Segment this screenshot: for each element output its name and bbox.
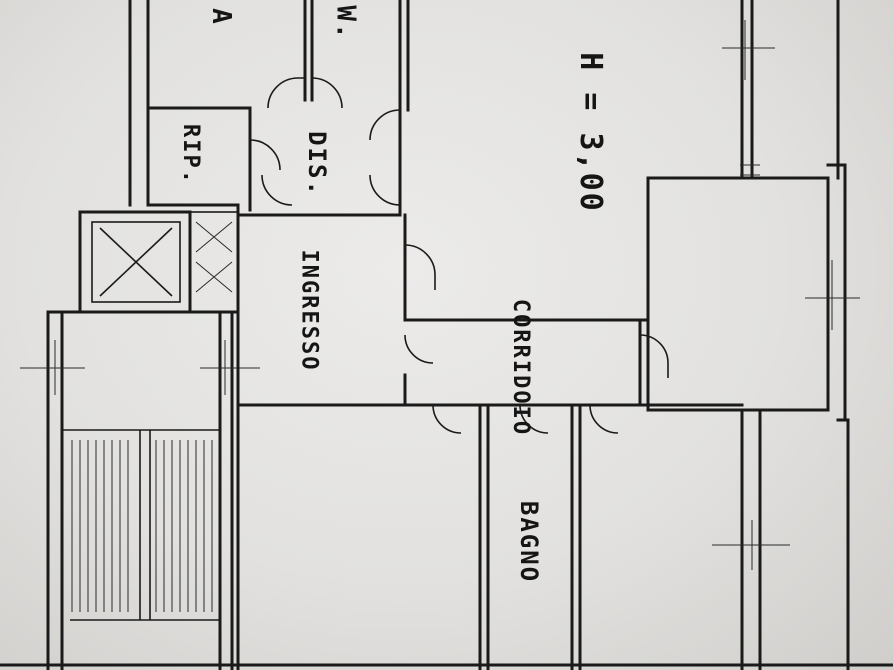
door-swings: [249, 77, 669, 434]
stair-core: [20, 310, 260, 670]
window-marks: [712, 20, 860, 570]
ceiling-height-note: H = 3,00: [572, 52, 608, 213]
room-label-corridoio: CORRIDOIO: [508, 298, 534, 437]
room-label-wc: W.: [330, 5, 361, 41]
interior-walls: [0, 108, 893, 670]
exterior-walls: [128, 0, 850, 670]
room-label-bagno: BAGNO: [515, 500, 544, 584]
room-label-ripostiglio: RIP.: [177, 124, 203, 185]
room-label-top: A: [205, 8, 236, 26]
lift-shaft: [78, 210, 239, 314]
room-label-ingresso: INGRESSO: [296, 249, 322, 372]
room-label-disimpegno: DIS.: [302, 131, 331, 197]
